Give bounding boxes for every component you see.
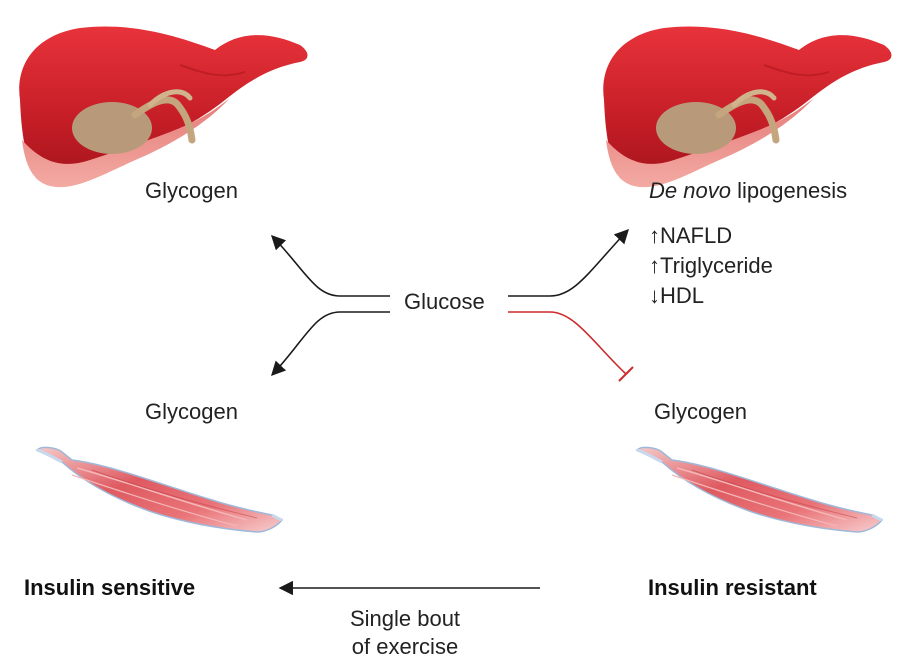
effect-nafld: ↑NAFLD bbox=[649, 223, 733, 248]
arrow-to-liver-glycogen bbox=[270, 234, 390, 297]
inhibition-bar bbox=[618, 366, 634, 382]
muscle-illustration-sensitive bbox=[35, 445, 284, 534]
arrow-to-muscle-glycogen bbox=[271, 311, 390, 377]
exercise-label: Single bout of exercise bbox=[330, 606, 480, 660]
insulin-sensitive-label: Insulin sensitive bbox=[24, 575, 196, 600]
liver-illustration-sensitive bbox=[19, 27, 307, 188]
glucose-label: Glucose bbox=[404, 289, 485, 314]
muscle-glycogen-sensitive-label: Glycogen bbox=[145, 399, 238, 424]
liver-glycogen-label: Glycogen bbox=[145, 178, 238, 203]
effect-triglyceride: ↑Triglyceride bbox=[649, 253, 773, 278]
inhibition-line bbox=[508, 311, 627, 375]
liver-illustration-resistant bbox=[603, 27, 891, 188]
exercise-line-2: of exercise bbox=[351, 634, 459, 659]
lipogenesis-italic: De novo bbox=[649, 178, 731, 203]
effect-hdl: ↓HDL bbox=[649, 283, 705, 308]
arrow-to-lipogenesis bbox=[508, 228, 629, 297]
exercise-line-1: Single bout bbox=[349, 606, 461, 631]
lipogenesis-label: De novo lipogenesis bbox=[649, 178, 847, 204]
muscle-illustration-resistant bbox=[635, 445, 884, 534]
insulin-resistant-label: Insulin resistant bbox=[648, 575, 817, 600]
lipogenesis-rest: lipogenesis bbox=[730, 178, 848, 203]
muscle-glycogen-resistant-label: Glycogen bbox=[654, 399, 747, 424]
